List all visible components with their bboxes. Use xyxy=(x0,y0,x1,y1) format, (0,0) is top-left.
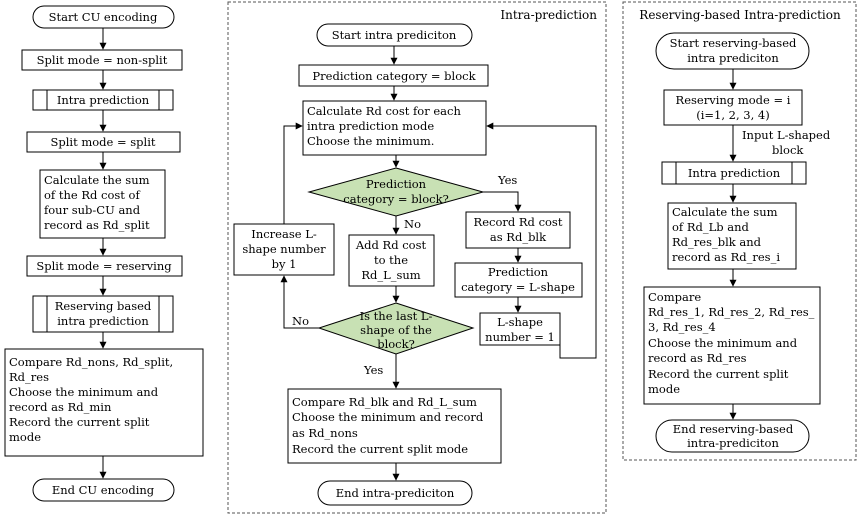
intra-increase-box xyxy=(233,223,335,276)
intra-add-line-3: Rd_L_sum xyxy=(361,268,420,282)
intra-arrow-increase xyxy=(283,122,303,224)
intra-category-l-line-1: Prediction xyxy=(488,265,549,279)
intra-prediction-panel xyxy=(227,1,607,514)
intra-add-box xyxy=(348,234,435,287)
intra-increase-line-1: Increase L- xyxy=(251,227,317,241)
intra-increase-line-3: by 1 xyxy=(272,257,297,271)
res-compare-line-7: mode xyxy=(648,382,680,396)
res-end-line-2: intra-prediciton xyxy=(687,436,779,450)
intra-record-line-1: Record Rd cost xyxy=(474,215,563,229)
cu-compare-line-2: Rd_res xyxy=(9,370,49,384)
cu-compare-line-6: mode xyxy=(9,430,41,444)
intra-compare-line-2: Choose the minimum and record xyxy=(292,410,484,424)
cu-res-intra-line-1: Reserving based xyxy=(55,299,152,313)
intra-lshape-num-line-2: number = 1 xyxy=(485,330,555,344)
res-compare-line-3: 3, Rd_res_4 xyxy=(648,320,716,334)
intra-record-line-2: as Rd_blk xyxy=(490,230,547,244)
intra-category-label: Prediction category = block xyxy=(312,69,476,83)
reserving-intra-panel xyxy=(622,1,857,461)
res-calc-box xyxy=(667,202,797,270)
cu-compare-line-1: Compare Rd_nons, Rd_split, xyxy=(9,355,173,369)
intra-add-line-1: Add Rd cost xyxy=(355,238,427,252)
cu-calc-line-3: four sub-CU and xyxy=(44,203,141,217)
cu-end-terminal xyxy=(32,478,175,502)
intra-end-terminal xyxy=(317,480,473,506)
reserving-panel-title: Reserving-based Intra-prediction xyxy=(639,8,841,22)
intra-category-l-line-2: category = L-shape xyxy=(461,280,575,294)
cu-compare-box xyxy=(4,348,204,457)
intra-calc-line-2: intra prediction mode xyxy=(307,119,434,133)
cu-compare-line-4: record as Rd_min xyxy=(9,400,112,414)
intra-calc-line-3: Choose the minimum. xyxy=(307,134,434,148)
intra-no2-label: No xyxy=(292,314,309,328)
cu-split-split-label: Split mode = split xyxy=(50,135,155,149)
cu-split-non-label: Split mode = non-split xyxy=(37,53,168,67)
res-start-line-1: Start reserving-based xyxy=(670,36,797,50)
intra-compare-line-3: as Rd_nons xyxy=(292,426,358,440)
res-compare-line-1: Compare xyxy=(648,290,701,304)
cu-split-non-box xyxy=(21,49,183,71)
res-input-line-1: Input L-shaped xyxy=(742,128,831,142)
intra-lshape-num-line-1: L-shape xyxy=(497,315,543,329)
res-compare-line-2: Rd_res_1, Rd_res_2, Rd_res_ xyxy=(648,305,815,319)
res-calc-line-3: Rd_res_blk and xyxy=(672,235,762,249)
res-start-line-2: intra prediciton xyxy=(687,51,779,65)
res-intra-process xyxy=(661,161,807,185)
res-end-line-1: End reserving-based xyxy=(673,422,794,436)
cu-start-label: Start CU encoding xyxy=(49,10,158,24)
intra-decision2-line-2: shape of the xyxy=(360,323,432,337)
intra-calc-line-1: Calculate Rd cost for each xyxy=(307,104,461,118)
intra-compare-box xyxy=(287,388,502,464)
cu-calc-line-1: Calculate the sum xyxy=(44,173,150,187)
res-compare-line-6: Record the current split xyxy=(648,367,789,381)
res-compare-line-5: record as Rd_res xyxy=(648,351,747,365)
res-mode-line-2: (i=1, 2, 3, 4) xyxy=(696,108,770,122)
intra-panel-title: Intra-prediction xyxy=(500,8,597,22)
cu-res-intra-line-2: intra prediction xyxy=(57,314,149,328)
cu-calc-box xyxy=(39,169,166,239)
cu-end-label: End CU encoding xyxy=(52,483,155,497)
intra-compare-line-4: Record the current split mode xyxy=(292,442,468,456)
intra-no1-label: No xyxy=(404,217,421,231)
res-end-terminal xyxy=(655,419,810,453)
intra-record-box xyxy=(465,211,571,249)
cu-intra-label: Intra prediction xyxy=(57,93,150,107)
intra-decision1-line-1: Prediction xyxy=(366,177,427,191)
intra-decision2-line-1: Is the last L- xyxy=(360,309,433,323)
intra-arrow-no2 xyxy=(280,275,319,329)
cu-compare-line-3: Choose the minimum and xyxy=(9,385,159,399)
cu-calc-line-2: of the Rd cost of xyxy=(44,188,140,202)
intra-end-label: End intra-prediciton xyxy=(336,486,455,500)
intra-yes2-label: Yes xyxy=(363,363,383,377)
intra-arrow-loop xyxy=(486,122,597,359)
intra-decision1-line-2: category = block? xyxy=(343,192,449,206)
cu-compare-line-5: Record the current split xyxy=(9,415,150,429)
res-calc-line-1: Calculate the sum xyxy=(672,205,778,219)
cu-split-res-box xyxy=(26,255,183,277)
cu-res-intra-process xyxy=(32,295,174,333)
res-intra-label: Intra prediction xyxy=(688,166,781,180)
res-calc-line-4: record as Rd_res_i xyxy=(672,250,780,264)
intra-add-line-2: to the xyxy=(374,253,408,267)
intra-category-l-box xyxy=(454,262,583,298)
intra-start-label: Start intra prediciton xyxy=(332,28,457,42)
cu-split-res-label: Split mode = reserving xyxy=(36,259,172,273)
cu-calc-line-4: record as Rd_split xyxy=(44,218,150,232)
intra-increase-line-2: shape number xyxy=(242,242,326,256)
intra-yes1-label: Yes xyxy=(497,173,517,187)
intra-decision2-line-3: block? xyxy=(377,337,415,351)
res-mode-line-1: Reserving mode = i xyxy=(676,93,791,107)
res-mode-box xyxy=(663,89,803,126)
res-input-line-2: block xyxy=(772,143,804,157)
intra-calc-box xyxy=(302,100,487,156)
res-calc-line-2: of Rd_Lb and xyxy=(672,220,750,234)
res-compare-box xyxy=(643,286,821,405)
res-compare-line-4: Choose the minimum and xyxy=(648,336,798,350)
intra-compare-line-1: Compare Rd_blk and Rd_L_sum xyxy=(292,395,477,409)
intra-arrow-yes1 xyxy=(483,191,522,212)
